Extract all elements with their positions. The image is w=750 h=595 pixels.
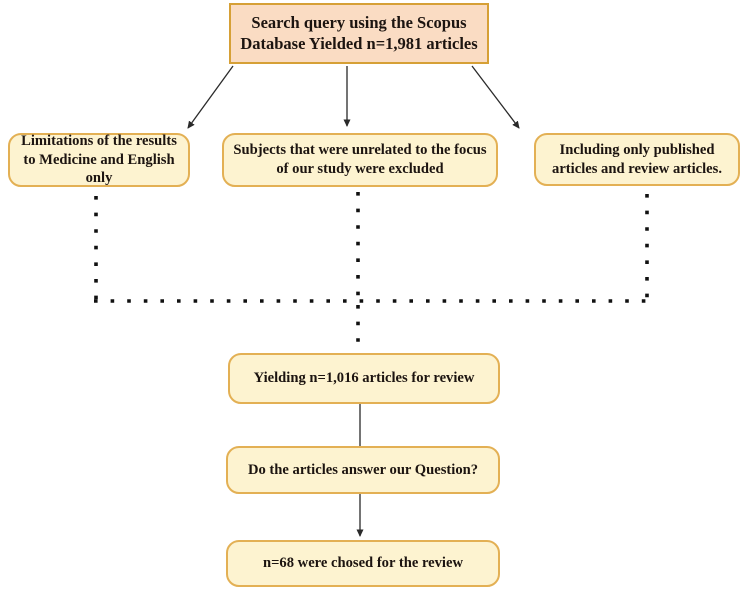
box-search-query-label: Search query using the Scopus Database Y… <box>240 13 478 53</box>
box-yield-articles-label: Yielding n=1,016 articles for review <box>253 370 475 387</box>
arrow-top-to-left-filter <box>187 65 234 129</box>
box-filter-unrelated-subjects: Subjects that were unrelated to the focu… <box>222 133 498 187</box>
box-question: Do the articles answer our Question? <box>226 446 500 494</box>
box-filter-published-only: Including only published articles and re… <box>534 133 740 186</box>
box-filter-limitations: Limitations of the results to Medicine a… <box>8 133 190 187</box>
box-final-selection-label: n=68 were chosed for the review <box>262 555 464 572</box>
arrow-top-to-right-filter <box>471 65 520 129</box>
box-filter-limitations-label: Limitations of the results to Medicine a… <box>21 133 177 187</box>
box-filter-unrelated-subjects-label: Subjects that were unrelated to the focu… <box>233 142 487 177</box>
box-question-label: Do the articles answer our Question? <box>247 461 479 478</box>
box-filter-published-only-label: Including only published articles and re… <box>552 141 722 177</box>
box-search-query: Search query using the Scopus Database Y… <box>229 3 489 64</box>
box-final-selection: n=68 were chosed for the review <box>226 540 500 587</box>
box-yield-articles: Yielding n=1,016 articles for review <box>228 353 500 404</box>
